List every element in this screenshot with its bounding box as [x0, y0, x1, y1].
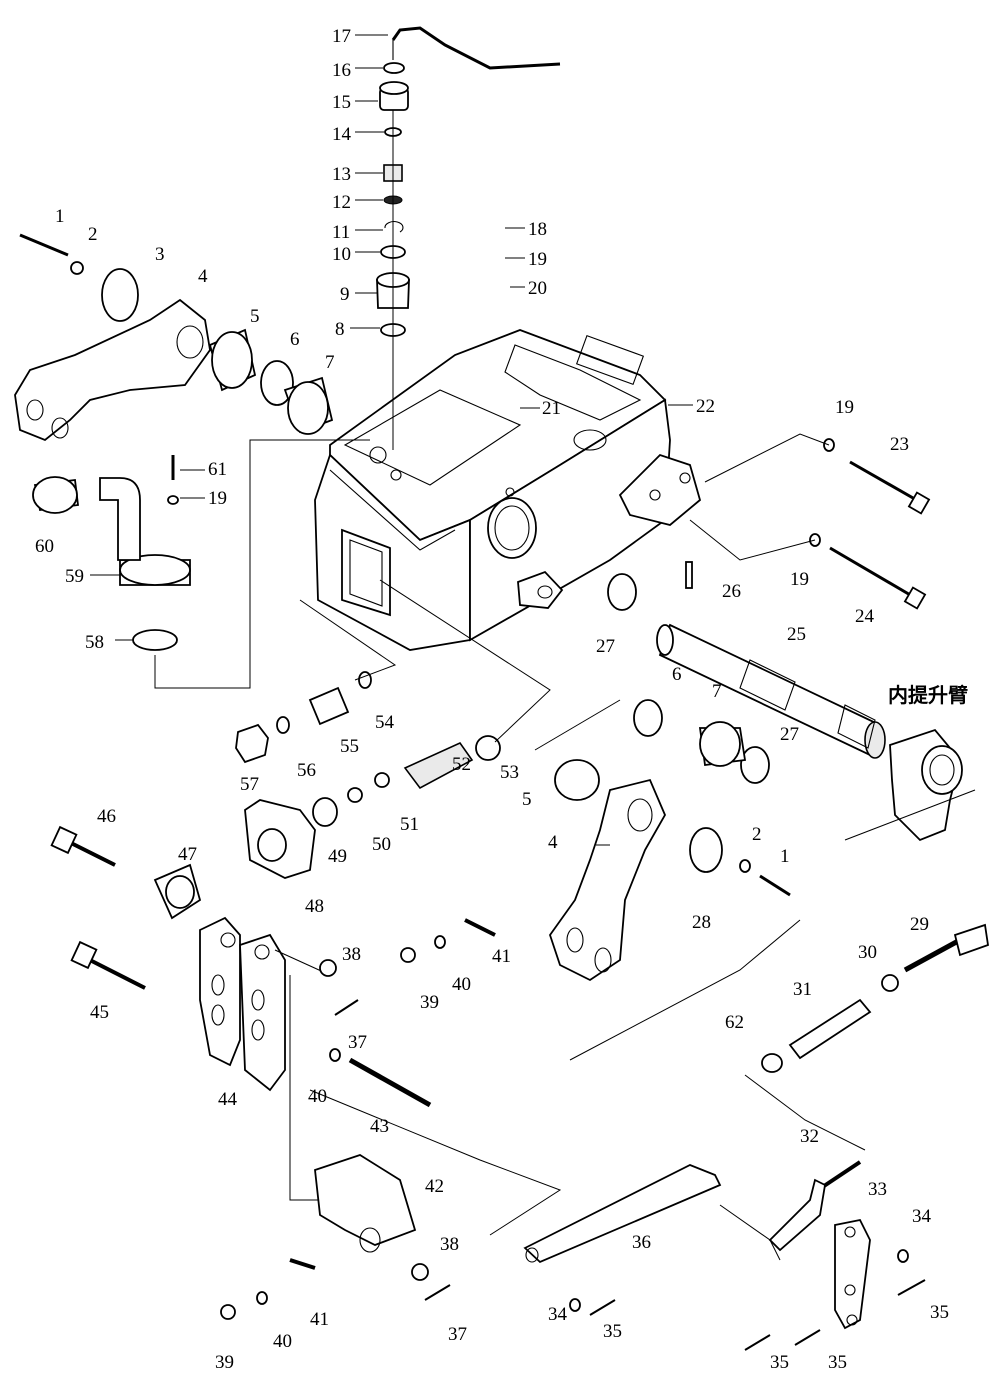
valve-components [32, 439, 551, 879]
callout-29: 29 [910, 914, 929, 935]
callout-40b: 40 [308, 1086, 327, 1107]
callout-37a: 37 [348, 1032, 367, 1053]
callout-24: 24 [855, 606, 875, 627]
callout-57: 57 [240, 774, 259, 795]
callout-1b: 1 [780, 846, 790, 867]
callout-45: 45 [90, 1002, 109, 1023]
linkage-parts [220, 918, 722, 1320]
callout-40a: 40 [452, 974, 471, 995]
callout-4: 4 [198, 266, 208, 287]
callout-19b: 19 [835, 397, 854, 418]
callout-3: 3 [155, 244, 165, 265]
callout-41b: 41 [310, 1309, 329, 1330]
callout-19d: 19 [208, 488, 227, 509]
inner-lift-arm [889, 728, 963, 842]
control-linkage [534, 699, 989, 1351]
left-lift-arm-assembly [14, 233, 334, 442]
callout-33: 33 [868, 1179, 887, 1200]
callout-56: 56 [297, 760, 316, 781]
callout-60: 60 [35, 536, 54, 557]
callout-27a: 27 [596, 636, 615, 657]
callout-23: 23 [890, 434, 909, 455]
callout-6b: 6 [672, 664, 682, 685]
callout-12: 12 [332, 192, 351, 213]
inner-lift-arm-label: 内提升臂 [888, 683, 968, 707]
callout-37b: 37 [448, 1324, 467, 1345]
callout-31: 31 [793, 979, 812, 1000]
callout-leaders [90, 34, 693, 846]
callout-8: 8 [335, 319, 345, 340]
right-lift-arm-assembly [549, 699, 791, 982]
callout-34b: 34 [912, 1206, 932, 1227]
callout-19a: 19 [528, 249, 547, 270]
callout-16: 16 [332, 60, 351, 81]
callout-25: 25 [787, 624, 806, 645]
callout-36: 36 [632, 1232, 651, 1253]
callout-14: 14 [332, 124, 352, 145]
callout-5b: 5 [522, 789, 532, 810]
callout-7: 7 [325, 352, 335, 373]
callout-51: 51 [400, 814, 419, 835]
callout-5: 5 [250, 306, 260, 327]
callout-9: 9 [340, 284, 350, 305]
cross-shaft [607, 573, 886, 784]
callout-7b: 7 [712, 681, 722, 702]
callout-6: 6 [290, 329, 300, 350]
callout-35a: 35 [603, 1321, 622, 1342]
callout-43: 43 [370, 1116, 389, 1137]
callout-2b: 2 [752, 824, 762, 845]
callout-59: 59 [65, 566, 84, 587]
callout-4b: 4 [548, 832, 558, 853]
callout-46: 46 [97, 806, 116, 827]
callout-35c: 35 [770, 1352, 789, 1373]
callout-44: 44 [218, 1089, 238, 1110]
callout-15: 15 [332, 92, 351, 113]
callout-35d: 35 [828, 1352, 847, 1373]
callout-20: 20 [528, 278, 547, 299]
callout-47: 47 [178, 844, 197, 865]
callout-53: 53 [500, 762, 519, 783]
callout-41a: 41 [492, 946, 511, 967]
callout-21: 21 [542, 398, 561, 419]
callout-27b: 27 [780, 724, 799, 745]
right-bolts [685, 433, 931, 610]
callout-32: 32 [800, 1126, 819, 1147]
callout-42: 42 [425, 1176, 444, 1197]
callout-50: 50 [372, 834, 391, 855]
callout-34a: 34 [548, 1304, 568, 1325]
callout-39b: 39 [215, 1352, 234, 1373]
callout-55: 55 [340, 736, 359, 757]
callout-labels: 1 2 3 4 5 6 7 8 9 10 11 12 13 14 15 16 1… [35, 26, 968, 1373]
callout-2: 2 [88, 224, 98, 245]
callout-58: 58 [85, 632, 104, 653]
lower-link-brackets [50, 825, 340, 1201]
callout-38a: 38 [342, 944, 361, 965]
callout-1: 1 [55, 206, 65, 227]
callout-38b: 38 [440, 1234, 459, 1255]
callout-10: 10 [332, 244, 351, 265]
callout-22: 22 [696, 396, 715, 417]
callout-30: 30 [858, 942, 877, 963]
lift-housing [314, 329, 702, 651]
callout-62: 62 [725, 1012, 744, 1033]
callout-35b: 35 [930, 1302, 949, 1323]
callout-26: 26 [722, 581, 741, 602]
callout-40c: 40 [273, 1331, 292, 1352]
callout-39a: 39 [420, 992, 439, 1013]
callout-19c: 19 [790, 569, 809, 590]
callout-52: 52 [452, 754, 471, 775]
callout-11: 11 [332, 222, 350, 243]
callout-28: 28 [692, 912, 711, 933]
callout-49: 49 [328, 846, 347, 867]
callout-61: 61 [208, 459, 227, 480]
callout-18: 18 [528, 219, 547, 240]
callout-17: 17 [332, 26, 351, 47]
callout-48: 48 [305, 896, 324, 917]
valve-stack [376, 26, 561, 450]
callout-13: 13 [332, 164, 351, 185]
callout-54: 54 [375, 712, 395, 733]
